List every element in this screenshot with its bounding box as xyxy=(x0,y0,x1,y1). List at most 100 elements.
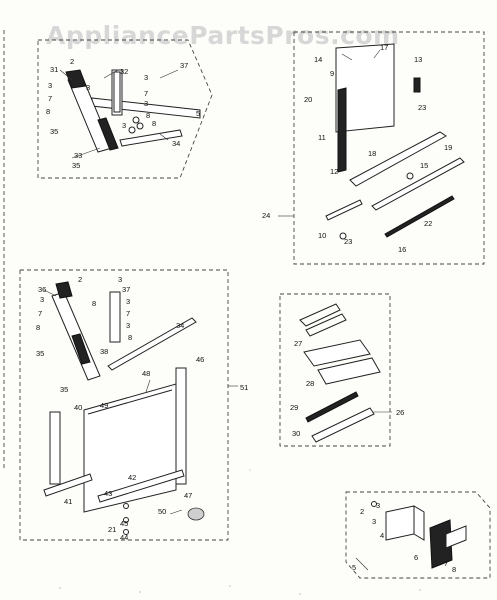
callout-label: 8 xyxy=(152,119,156,128)
group-3-left-post xyxy=(49,411,61,485)
group-2-panel xyxy=(335,43,395,133)
group-1-bracket-inner xyxy=(113,71,121,113)
watermark-text: AppliancePartsPros.com xyxy=(46,21,400,50)
group-3-strip xyxy=(107,317,197,371)
group-3-screw xyxy=(123,503,129,509)
group-3-screw xyxy=(123,517,129,523)
g1-leader xyxy=(59,69,73,81)
callout-label: 3 xyxy=(372,517,376,526)
group-5-bracket-side xyxy=(413,505,425,541)
callout-label: 8 xyxy=(36,323,40,332)
callout-label: 35 xyxy=(60,385,68,394)
callout-label: 3 xyxy=(40,295,44,304)
group-5-hinge-plate xyxy=(445,525,467,549)
callout-label: 48 xyxy=(142,369,150,378)
callout-label: 38 xyxy=(100,347,108,356)
group-2-screw xyxy=(339,232,347,240)
callout-label: 7 xyxy=(38,309,42,318)
callout-label: 45 xyxy=(120,519,128,528)
callout-label: 42 xyxy=(128,473,136,482)
group-2-rail-18 xyxy=(349,131,447,187)
group-1-hinge-arm-dark xyxy=(97,117,119,151)
callout-label: 44 xyxy=(120,533,128,542)
group-4-clip-a xyxy=(299,303,341,327)
callout-label: 3 xyxy=(144,73,148,82)
callout-label: 29 xyxy=(290,403,298,412)
callout-label: 47 xyxy=(184,491,192,500)
callout-label: 5 xyxy=(352,563,356,572)
callout-label: 5 xyxy=(196,109,200,118)
callout-label: 33 xyxy=(74,151,82,160)
callout-label: 8 xyxy=(46,107,50,116)
callout-label: 37 xyxy=(180,61,188,70)
callout-label: 17 xyxy=(380,43,388,52)
group-3-hinge-dark xyxy=(71,333,91,365)
callout-label: 15 xyxy=(420,161,428,170)
callout-label: 3 xyxy=(86,83,90,92)
callout-label: 9 xyxy=(330,69,334,78)
callout-label: 3 xyxy=(126,321,130,330)
callout-label: 2 xyxy=(78,275,82,284)
callout-label: 50 xyxy=(158,507,166,516)
callout-label: 18 xyxy=(368,149,376,158)
g2-leader xyxy=(341,53,353,61)
group-2-small-bar xyxy=(325,199,363,221)
callout-label: 2 xyxy=(360,507,364,516)
group-2-fastener xyxy=(406,172,414,180)
g2-leader xyxy=(373,49,381,59)
group-2-dark-bar xyxy=(337,87,347,173)
group-4-plate-28 xyxy=(317,357,381,385)
callout-label: 19 xyxy=(444,143,452,152)
g3-leader xyxy=(43,289,57,297)
group-3-border xyxy=(19,269,229,541)
callout-label: 11 xyxy=(318,133,326,142)
callout-label: 28 xyxy=(306,379,314,388)
callout-label: 2 xyxy=(70,57,74,66)
callout-label: 8 xyxy=(146,111,150,120)
callout-label: 35 xyxy=(50,127,58,136)
group-1-border xyxy=(37,39,213,179)
callout-label: 31 xyxy=(50,65,58,74)
group-2-top-right: 14 17 9 13 20 23 11 12 18 19 15 24 22 10… xyxy=(262,31,485,265)
callout-label: 46 xyxy=(196,355,204,364)
group-3-bottom-left: 36 2 3 37 3 8 7 3 7 3 8 8 38 35 34 35 46… xyxy=(19,269,248,542)
callout-label: 35 xyxy=(72,161,80,170)
g3-leader xyxy=(145,379,151,393)
scan-specks xyxy=(59,469,421,595)
group-2-clip xyxy=(413,77,421,93)
g1-leader xyxy=(71,147,101,159)
callout-label: 8 xyxy=(92,299,96,308)
group-1-top-left: 31 2 32 3 3 7 8 37 7 3 3 3 8 8 35 33 35 … xyxy=(37,39,213,179)
callout-label: 36 xyxy=(38,285,46,294)
group-1-strip xyxy=(119,129,183,147)
callout-label: 20 xyxy=(304,95,312,104)
callout-label: 34 xyxy=(172,139,180,148)
callout-label: 40 xyxy=(74,403,82,412)
callout-label: 43 xyxy=(104,489,112,498)
callout-label: 10 xyxy=(318,231,326,240)
group-5-bottom-right: 2 3 3 4 6 7 8 5 xyxy=(345,491,491,579)
callout-label: 37 xyxy=(122,285,130,294)
callout-label: 12 xyxy=(330,167,338,176)
callout-label: 3 xyxy=(48,81,52,90)
callout-label: 14 xyxy=(314,55,322,64)
callout-label: 3 xyxy=(376,501,380,510)
callout-label: 27 xyxy=(294,339,302,348)
group-1-screw-c xyxy=(136,122,144,130)
callout-label: 35 xyxy=(36,349,44,358)
group-1-hinge-top xyxy=(65,69,87,89)
callout-label: 16 xyxy=(398,245,406,254)
group-4-border xyxy=(279,293,391,447)
callout-label: 22 xyxy=(424,219,432,228)
callout-label: 7 xyxy=(126,309,130,318)
callout-label: 13 xyxy=(414,55,422,64)
callout-label: 8 xyxy=(128,333,132,342)
group-3-bracket xyxy=(109,291,121,343)
group-5-hinge xyxy=(429,519,453,569)
callout-label: 3 xyxy=(118,275,122,284)
callout-label: 24 xyxy=(262,211,270,220)
group-4-middle-right: 27 28 29 26 30 xyxy=(279,293,404,447)
group-4-rod-29 xyxy=(305,391,359,423)
g1-leader xyxy=(159,69,179,79)
